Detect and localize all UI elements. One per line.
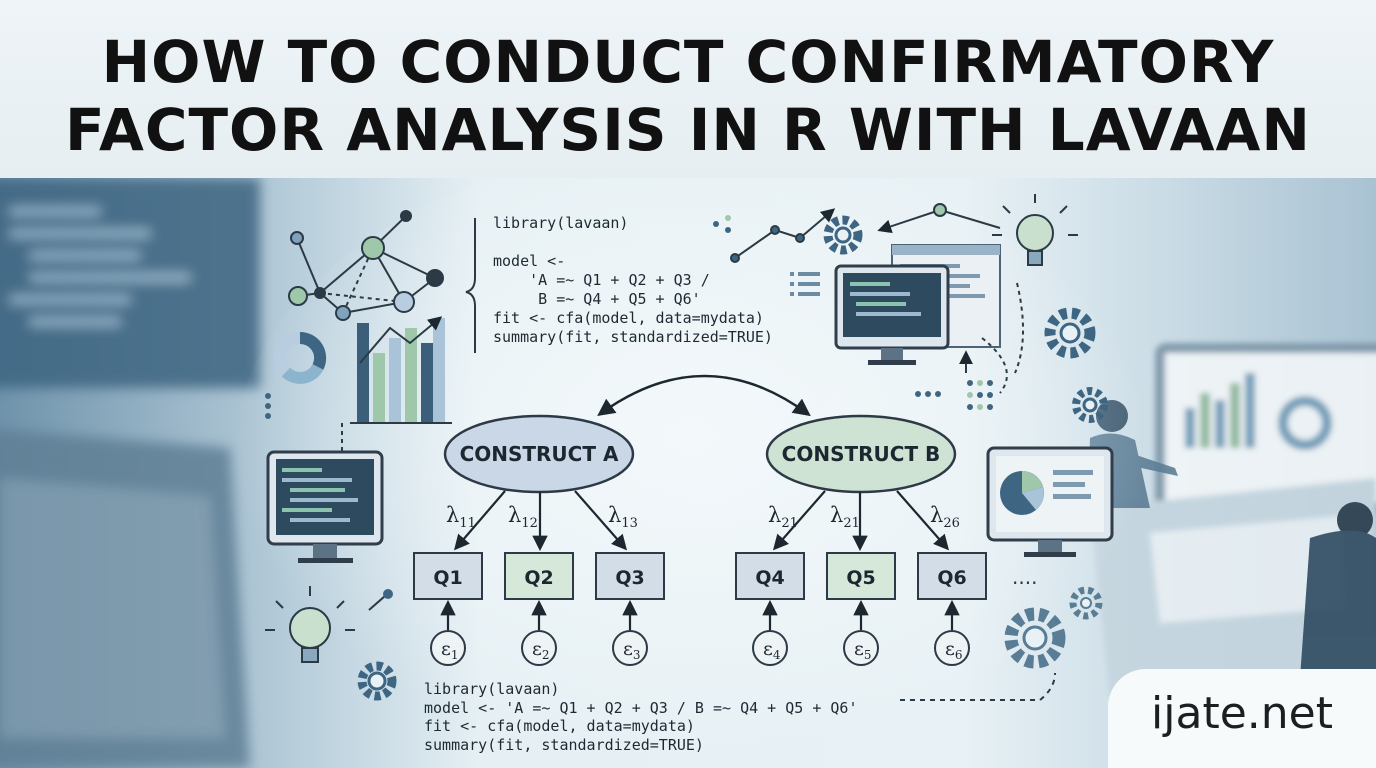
item-q1: Q1 <box>413 552 483 600</box>
item-q6: Q6 <box>917 552 987 600</box>
code-brace-icon <box>465 218 476 353</box>
trend-line-icon <box>713 208 836 263</box>
page-title-line-2: FACTOR ANALYSIS IN R WITH LAVAAN <box>65 96 1311 164</box>
gear-icon-bottom-right <box>1004 586 1103 669</box>
construct-b-node: CONSTRUCT B <box>765 414 957 494</box>
code-snippet-top: library(lavaan) model <- 'A =~ Q1 + Q2 +… <box>493 214 773 346</box>
construct-covariance-arrow <box>597 374 811 417</box>
item-q5: Q5 <box>826 552 896 600</box>
illustration: CONSTRUCT A CONSTRUCT B λ11 λ12 λ13 λ21 … <box>0 178 1376 768</box>
network-line-top-right <box>877 203 1001 234</box>
item-q3: Q3 <box>595 552 665 600</box>
background-laptop-right <box>1090 343 1376 698</box>
item-q3-label: Q3 <box>615 567 644 589</box>
illustration-canvas: CONSTRUCT A CONSTRUCT B λ11 λ12 λ13 λ21 … <box>0 178 1376 768</box>
svg-text:ε6: ε6 <box>945 638 962 662</box>
brand-badge <box>1108 669 1376 768</box>
item-q6-label: Q6 <box>937 567 966 589</box>
monitor-right-top-icon <box>790 244 1001 365</box>
loading-label-5: λ21 <box>830 503 860 531</box>
construct-a-node: CONSTRUCT A <box>443 414 635 494</box>
item-q5-label: Q5 <box>846 567 875 589</box>
gear-icon-bottom-left <box>357 589 397 701</box>
svg-text:ε1: ε1 <box>441 638 458 662</box>
error-e1: ε1 <box>430 630 466 666</box>
loading-label-2: λ12 <box>508 503 538 531</box>
item-q4-label: Q4 <box>755 567 784 589</box>
construct-a-label: CONSTRUCT A <box>460 442 619 466</box>
dotted-connectors-right <box>959 282 1024 394</box>
error-e2: ε2 <box>521 630 557 666</box>
title-band: HOW TO CONDUCT CONFIRMATORY FACTOR ANALY… <box>0 0 1376 178</box>
donut-chart-icon <box>274 331 327 384</box>
dotted-lines-left <box>265 393 343 453</box>
loading-label-1: λ11 <box>446 503 476 531</box>
monitor-left-icon <box>266 450 384 563</box>
lightbulb-icon-right <box>992 194 1078 266</box>
loading-label-6: λ26 <box>930 503 960 531</box>
gear-icon-right-1 <box>1044 307 1096 359</box>
brand-logo-text: ijate.net <box>1151 688 1333 739</box>
item-q4: Q4 <box>735 552 805 600</box>
item-q2: Q2 <box>504 552 574 600</box>
loading-label-3: λ13 <box>608 503 638 531</box>
page-title-line-1: HOW TO CONDUCT CONFIRMATORY <box>101 28 1275 96</box>
lightbulb-icon-left <box>265 586 355 663</box>
loading-arrows <box>453 490 950 552</box>
dots-cluster-right <box>915 380 993 410</box>
gear-icon-top <box>823 215 863 255</box>
error-e6: ε6 <box>934 630 970 666</box>
loading-label-4: λ21 <box>768 503 798 531</box>
gear-icon-right-2 <box>1072 387 1108 423</box>
item-q1-label: Q1 <box>433 567 462 589</box>
svg-text:ε5: ε5 <box>854 638 871 662</box>
network-graph-icon <box>288 210 444 321</box>
svg-text:ε2: ε2 <box>532 638 549 662</box>
construct-b-label: CONSTRUCT B <box>782 442 941 466</box>
bar-chart-icon <box>350 316 452 424</box>
error-arrows <box>440 599 960 630</box>
svg-text:ε3: ε3 <box>623 638 640 662</box>
error-e3: ε3 <box>612 630 648 666</box>
monitor-right-chart-icon <box>986 446 1114 557</box>
item-q2-label: Q2 <box>524 567 553 589</box>
items-ellipsis: .... <box>1012 565 1037 589</box>
error-e4: ε4 <box>752 630 788 666</box>
dashed-connector-bottom-right <box>900 672 1056 701</box>
svg-text:ε4: ε4 <box>763 638 781 662</box>
code-snippet-bottom: library(lavaan) model <- 'A =~ Q1 + Q2 +… <box>424 680 858 754</box>
background-laptop-left <box>0 178 260 768</box>
error-e5: ε5 <box>843 630 879 666</box>
